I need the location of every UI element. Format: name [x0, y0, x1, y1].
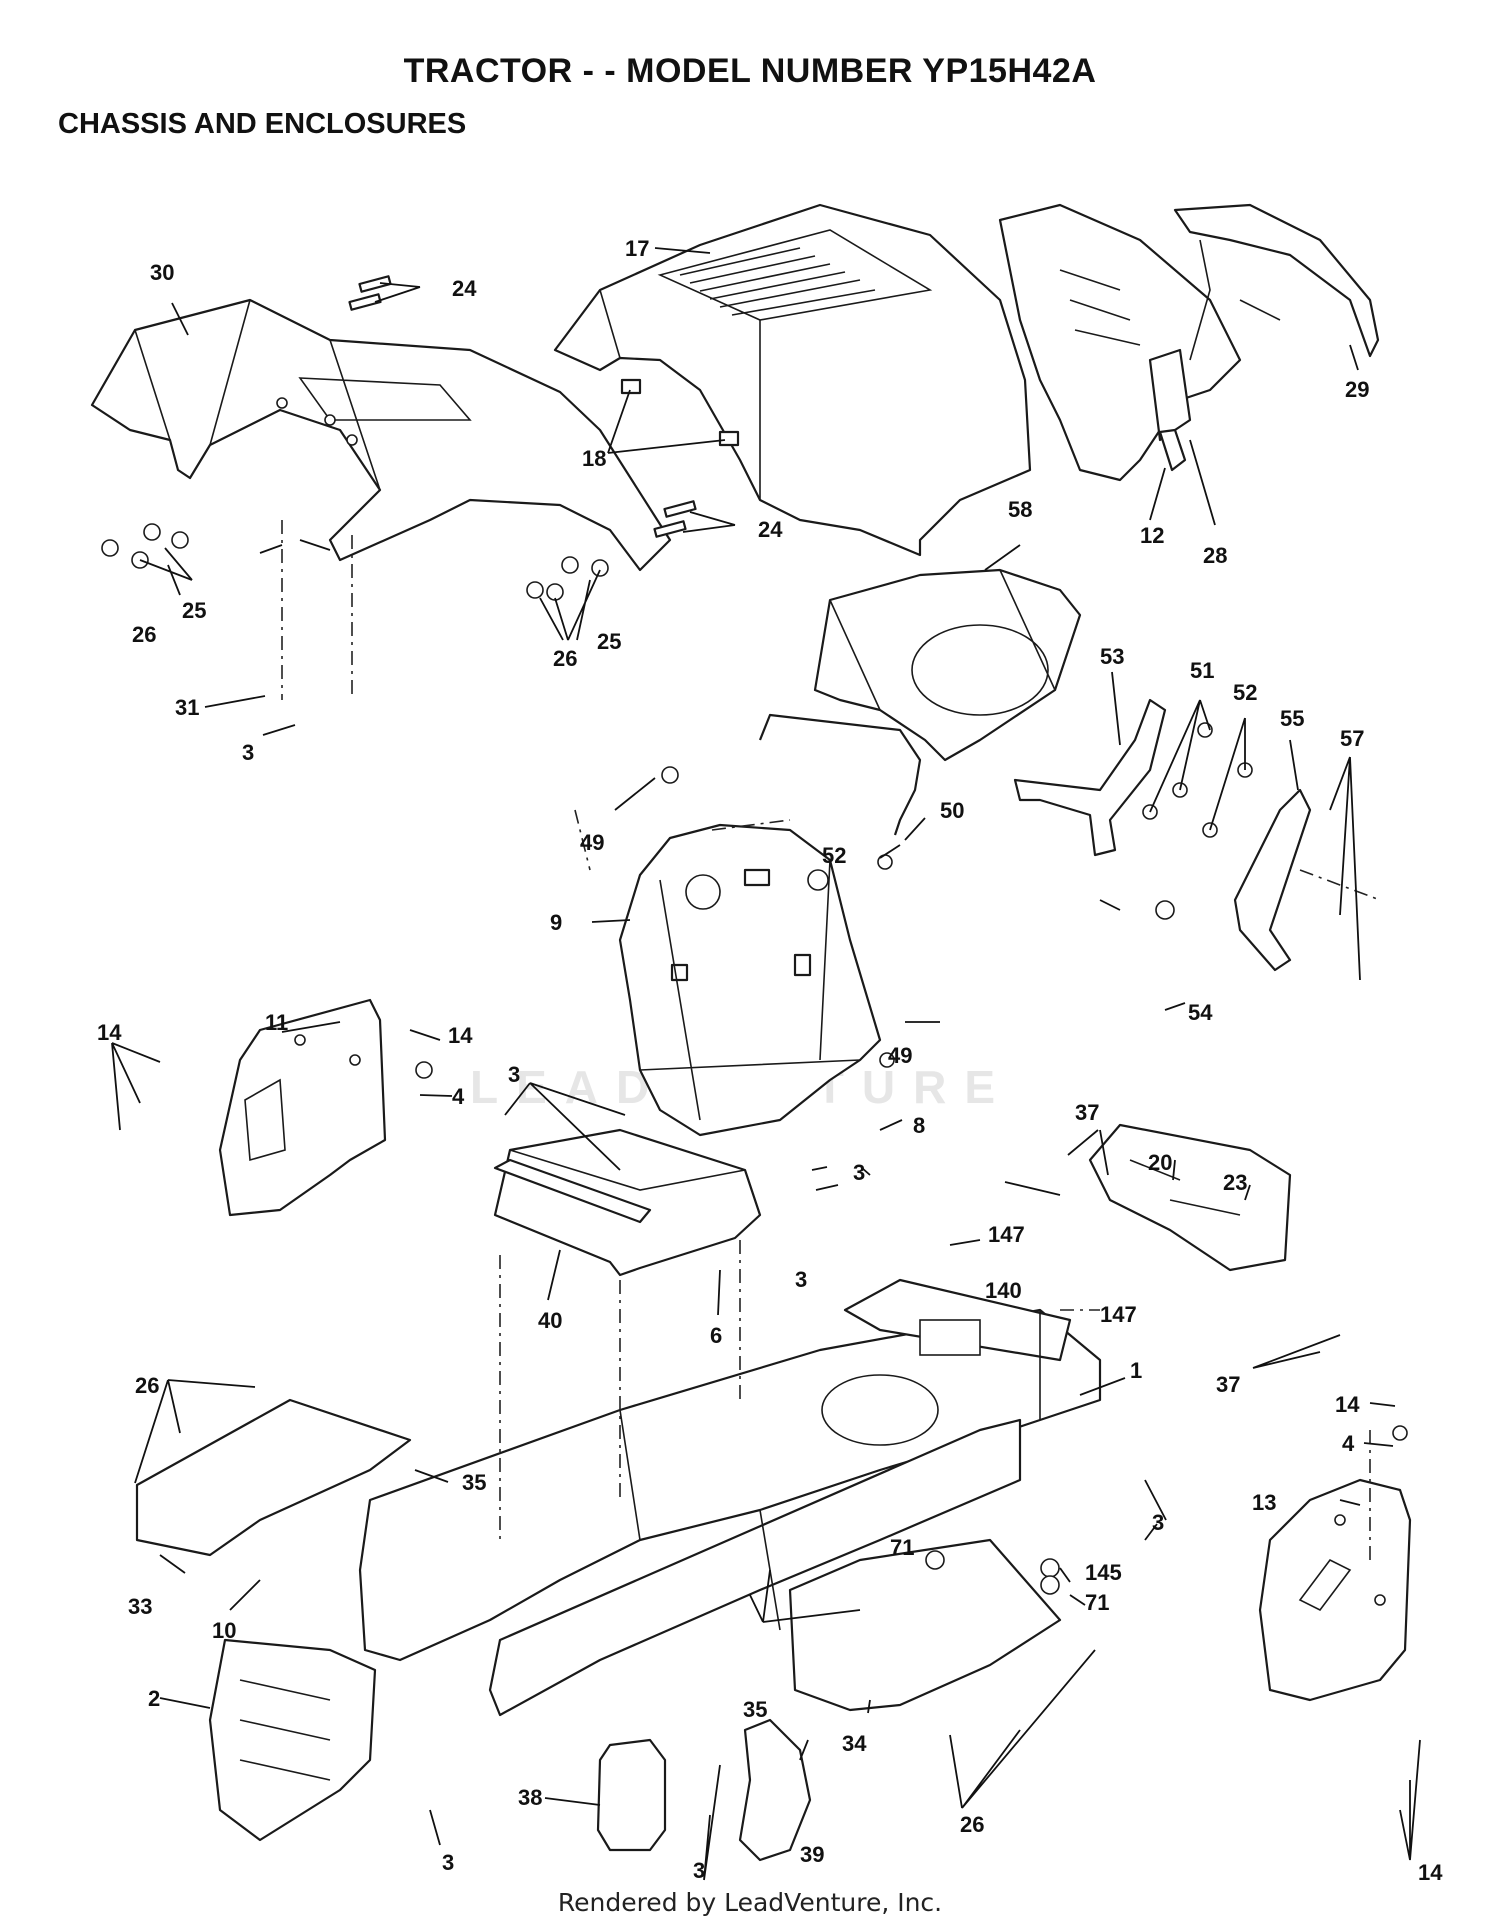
part-13-side-panel[interactable]	[1258, 1478, 1412, 1702]
part-20-bracket[interactable]	[1088, 1123, 1292, 1272]
callout-25: 25	[182, 598, 206, 623]
callout-labels: 30 24 17 29 18 24 12 28 25 26 25 26 58 5…	[97, 236, 1443, 1885]
callout-11: 11	[265, 1010, 288, 1035]
callout-3: 3	[442, 1850, 454, 1875]
callout-37: 37	[1216, 1372, 1240, 1397]
callout-8: 8	[913, 1113, 925, 1138]
callout-34: 34	[842, 1731, 867, 1756]
callout-58: 58	[1008, 497, 1032, 522]
callout-14: 14	[1418, 1860, 1443, 1885]
part-39-bracket[interactable]	[738, 1718, 812, 1862]
footer-credit: Rendered by LeadVenture, Inc.	[557, 1888, 943, 1917]
callout-35: 35	[743, 1697, 767, 1722]
page-title: TRACTOR - - MODEL NUMBER YP15H42A	[403, 52, 1097, 90]
callout-29: 29	[1345, 377, 1369, 402]
part-40-rail[interactable]	[493, 1158, 652, 1224]
callout-14: 14	[1335, 1392, 1360, 1417]
callout-140: 140	[985, 1278, 1022, 1303]
callout-52: 52	[1233, 680, 1257, 705]
leader-lines	[111, 247, 1421, 1881]
callout-26: 26	[132, 622, 156, 647]
part-55-bracket[interactable]	[1233, 788, 1312, 972]
part-50-rod[interactable]	[758, 713, 922, 836]
callout-3: 3	[1152, 1510, 1164, 1535]
callout-23: 23	[1223, 1170, 1247, 1195]
callout-38: 38	[518, 1785, 542, 1810]
part-9-dash-panel[interactable]	[618, 823, 882, 1137]
callout-26: 26	[553, 646, 577, 671]
part-2-lower-panel[interactable]	[208, 1638, 377, 1842]
callout-24: 24	[758, 517, 783, 542]
callout-17: 17	[625, 236, 649, 261]
callout-10: 10	[212, 1618, 236, 1643]
section-title: CHASSIS AND ENCLOSURES	[58, 108, 467, 140]
callout-25: 25	[597, 629, 621, 654]
callout-9: 9	[550, 910, 562, 935]
part-53-bracket[interactable]	[1013, 698, 1167, 857]
callout-4: 4	[452, 1084, 465, 1109]
callout-24: 24	[452, 276, 477, 301]
callout-12: 12	[1140, 523, 1164, 548]
callout-14: 14	[448, 1023, 473, 1048]
callout-147: 147	[988, 1222, 1025, 1247]
callout-49: 49	[580, 830, 604, 855]
callout-28: 28	[1203, 543, 1227, 568]
callout-3: 3	[693, 1858, 705, 1883]
part-17-hood[interactable]	[553, 203, 1032, 557]
callout-3: 3	[853, 1160, 865, 1185]
callout-4: 4	[1342, 1431, 1355, 1456]
callout-14: 14	[97, 1020, 122, 1045]
callout-50: 50	[940, 798, 964, 823]
callout-35: 35	[462, 1470, 486, 1495]
callout-52: 52	[822, 843, 846, 868]
callout-71: 71	[890, 1535, 914, 1560]
callout-3: 3	[508, 1062, 520, 1087]
callout-53: 53	[1100, 644, 1124, 669]
callout-54: 54	[1188, 1000, 1213, 1025]
callout-40: 40	[538, 1308, 562, 1333]
part-30-rear-fender[interactable]	[90, 298, 672, 572]
part-58-shroud[interactable]	[813, 568, 1082, 762]
callout-6: 6	[710, 1323, 722, 1348]
part-33-footrest[interactable]	[135, 1398, 412, 1557]
callout-1: 1	[1130, 1358, 1142, 1383]
callout-39: 39	[800, 1842, 824, 1867]
callout-31: 31	[175, 695, 199, 720]
part-12-clip[interactable]	[1158, 428, 1187, 472]
callout-37: 37	[1075, 1100, 1099, 1125]
callout-2: 2	[148, 1686, 160, 1711]
callout-18: 18	[582, 446, 606, 471]
callout-20: 20	[1148, 1150, 1172, 1175]
part-29-grille[interactable]	[998, 203, 1242, 482]
callout-71: 71	[1085, 1590, 1109, 1615]
callout-3: 3	[242, 740, 254, 765]
callout-33: 33	[128, 1594, 152, 1619]
callout-3: 3	[795, 1267, 807, 1292]
assembly-lines	[281, 520, 1381, 1560]
callout-55: 55	[1280, 706, 1304, 731]
callout-26: 26	[960, 1812, 984, 1837]
part-11-side-panel[interactable]	[218, 998, 387, 1217]
callout-145: 145	[1085, 1560, 1122, 1585]
callout-57: 57	[1340, 726, 1364, 751]
part-34-footrest[interactable]	[788, 1538, 1062, 1712]
part-38-bracket[interactable]	[596, 1738, 667, 1852]
callout-147: 147	[1100, 1302, 1137, 1327]
part-1-frame[interactable]	[358, 1278, 1102, 1717]
callout-26: 26	[135, 1373, 159, 1398]
callout-13: 13	[1252, 1490, 1276, 1515]
callout-51: 51	[1190, 658, 1214, 683]
part-28-nose-panel[interactable]	[1173, 203, 1380, 361]
callout-30: 30	[150, 260, 174, 285]
callout-49: 49	[888, 1043, 912, 1068]
